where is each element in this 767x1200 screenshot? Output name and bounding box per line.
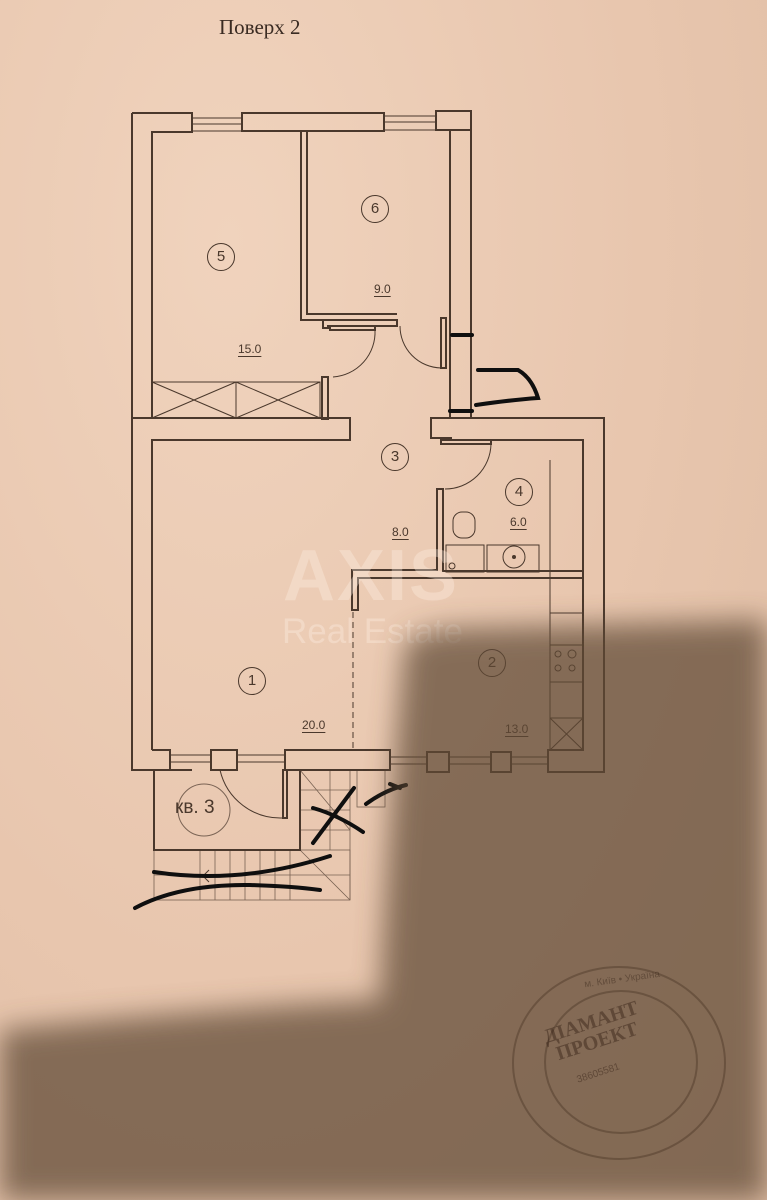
apartment-label: кв. 3 [175, 797, 215, 818]
stamp-ring-text: м. Київ • Україна [583, 968, 661, 991]
room-number-1: 1 [238, 667, 266, 695]
room-area-1: 20.0 [302, 718, 326, 732]
room-area-3: 8.0 [392, 525, 409, 539]
room-area-2: 13.0 [505, 722, 529, 736]
room-area-5: 15.0 [238, 342, 262, 356]
room-number-2: 2 [478, 649, 506, 677]
room-number-3: 3 [381, 443, 409, 471]
room-area-4: 6.0 [510, 515, 527, 529]
room-number-5: 5 [207, 243, 235, 271]
floor-title: Поверх 2 [219, 15, 301, 39]
company-stamp: м. Київ • Україна ДІАМАНТ ПРОЕКТ 3860558… [512, 966, 726, 1160]
room-number-4: 4 [505, 478, 533, 506]
room-area-6: 9.0 [374, 282, 391, 296]
stamp-inner-ring [544, 990, 698, 1134]
room-number-6: 6 [361, 195, 389, 223]
watermark-logo: AXIS [283, 536, 460, 616]
watermark-subtitle: Real Estate [282, 612, 463, 651]
